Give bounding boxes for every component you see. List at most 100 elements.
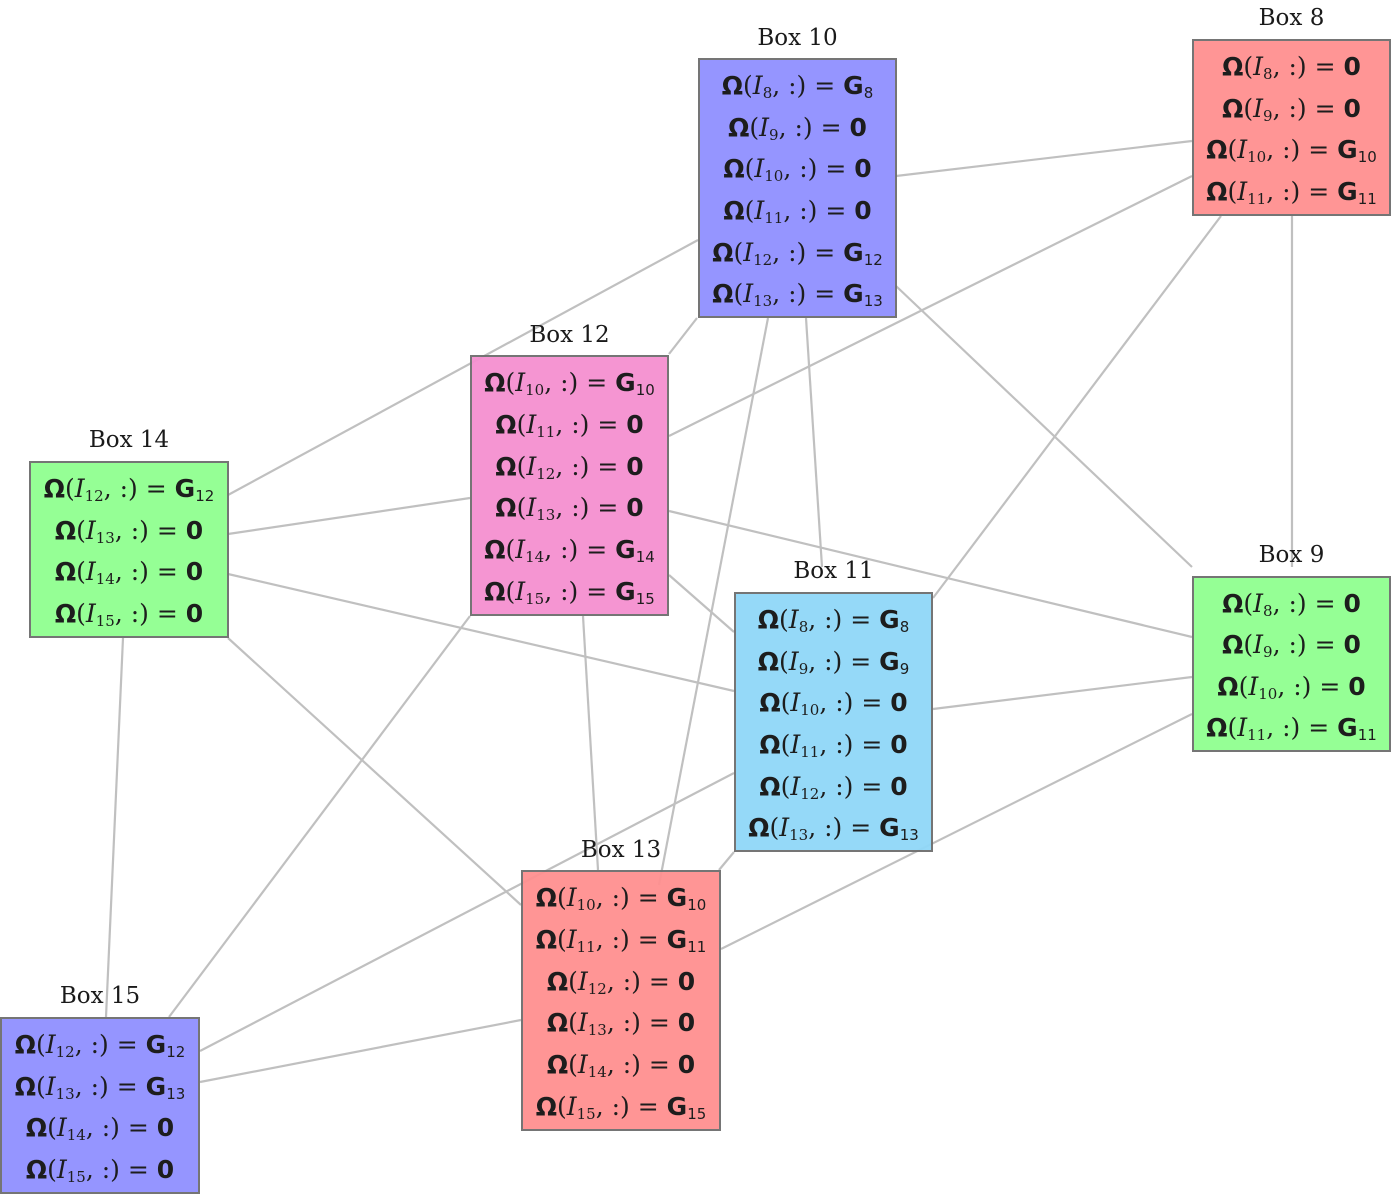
rhs-subscript: 13: [166, 1084, 186, 1103]
equation-row: Ω(I13, :) = 0: [31, 516, 227, 547]
rhs-value: G14: [615, 535, 655, 567]
edge-box-11-to-box-9: [932, 675, 1193, 711]
omega-symbol: Ω: [25, 1155, 48, 1185]
colon-arg: , :) =: [85, 1113, 157, 1143]
omega-symbol: Ω: [723, 195, 745, 225]
rhs-value: 0: [626, 409, 644, 439]
colon-arg: , :) =: [103, 473, 175, 503]
omega-symbol: Ω: [757, 646, 780, 676]
index-subscript: 9: [798, 659, 809, 678]
box-12-title: Box 12: [529, 322, 610, 348]
colon-arg: , :) =: [595, 882, 667, 912]
edge-box-10-to-box-11: [804, 317, 824, 568]
index-subscript: 15: [525, 590, 545, 609]
index-letter: I: [743, 279, 754, 309]
index-subscript: 11: [1247, 726, 1267, 745]
index-subscript: 10: [1258, 684, 1278, 703]
omega-symbol: Ω: [757, 604, 780, 634]
omega-symbol: Ω: [759, 771, 781, 801]
colon-arg: , :) =: [595, 924, 667, 954]
omega-symbol: Ω: [535, 882, 557, 912]
index-letter: I: [1253, 588, 1264, 618]
colon-arg: , :) =: [1272, 630, 1344, 660]
paren-open: (: [769, 813, 780, 843]
paren-open: (: [780, 688, 791, 718]
rhs-subscript: 15: [635, 590, 655, 609]
equation-row: Ω(I9, :) = 0: [700, 113, 895, 144]
equation-row: Ω(I13, :) = G13: [2, 1072, 198, 1103]
equation-row: Ω(I14, :) = 0: [31, 557, 227, 588]
edge-box-12-to-box-13: [581, 615, 600, 871]
index-subscript: 13: [55, 1084, 75, 1103]
rhs-value: 0: [854, 195, 872, 225]
box-15-title: Box 15: [59, 983, 141, 1009]
omega-symbol: Ω: [14, 1029, 36, 1059]
paren-open: (: [35, 1071, 46, 1101]
equation-row: Ω(I11, :) = 0: [700, 196, 895, 227]
edge-box-14-to-box-11: [227, 572, 735, 693]
paren-open: (: [505, 367, 516, 397]
edge-box-12-to-box-14: [227, 496, 471, 536]
equation-row: Ω(I9, :) = G9: [736, 647, 931, 678]
colon-arg: , :) =: [114, 515, 186, 545]
omega-symbol: Ω: [712, 279, 734, 309]
index-subscript: 13: [536, 506, 556, 525]
equation-row: Ω(I12, :) = G12: [700, 238, 895, 269]
paren-open: (: [779, 646, 789, 676]
equation-row: Ω(I15, :) = G15: [472, 577, 667, 608]
rhs-subscript: 8: [863, 83, 874, 102]
index-subscript: 12: [536, 464, 556, 483]
omega-symbol: Ω: [728, 112, 750, 142]
index-letter: I: [515, 367, 526, 397]
edge-box-10-to-box-13: [657, 317, 770, 886]
index-subscript: 14: [587, 1063, 607, 1082]
colon-arg: , :) =: [555, 451, 627, 481]
index-letter: I: [577, 1008, 588, 1038]
index-letter: I: [1237, 713, 1248, 743]
rhs-value: G11: [666, 924, 707, 956]
equation-row: Ω(I12, :) = 0: [736, 772, 931, 803]
index-letter: I: [788, 646, 799, 676]
paren-open: (: [733, 279, 744, 309]
equation-row: Ω(I11, :) = 0: [736, 730, 931, 761]
index-letter: I: [752, 70, 763, 100]
equation-row: Ω(I11, :) = G11: [1194, 713, 1389, 744]
omega-symbol: Ω: [25, 1113, 48, 1143]
colon-arg: , :) =: [74, 1071, 146, 1101]
index-subscript: 15: [66, 1168, 86, 1187]
omega-symbol: Ω: [495, 451, 517, 481]
omega-symbol: Ω: [546, 1050, 569, 1080]
paren-open: (: [780, 729, 791, 759]
index-subscript: 9: [1263, 643, 1273, 662]
index-subscript: 13: [587, 1021, 607, 1040]
omega-symbol: Ω: [54, 515, 77, 545]
index-letter: I: [1237, 135, 1248, 165]
colon-arg: , :) =: [606, 1008, 678, 1038]
index-letter: I: [526, 451, 537, 481]
rhs-value: 0: [185, 515, 204, 545]
colon-arg: , :) =: [114, 557, 186, 587]
omega-symbol: Ω: [1222, 630, 1244, 660]
index-letter: I: [790, 729, 801, 759]
index-letter: I: [85, 515, 96, 545]
rhs-value: 0: [185, 557, 204, 587]
edge-box-11-to-box-13: [718, 851, 735, 871]
rhs-subscript: 10: [635, 380, 655, 399]
equation-row: Ω(I12, :) = G12: [31, 474, 227, 505]
paren-open: (: [744, 195, 755, 225]
omega-symbol: Ω: [712, 237, 734, 267]
paren-open: (: [779, 604, 789, 634]
paren-open: (: [556, 924, 567, 954]
rhs-value: G8: [843, 70, 874, 102]
colon-arg: , :) =: [1272, 588, 1344, 618]
index-letter: I: [45, 1071, 56, 1101]
index-letter: I: [56, 1155, 67, 1185]
equation-row: Ω(I8, :) = 0: [1194, 52, 1389, 83]
omega-symbol: Ω: [1222, 588, 1244, 618]
paren-open: (: [568, 1008, 578, 1038]
